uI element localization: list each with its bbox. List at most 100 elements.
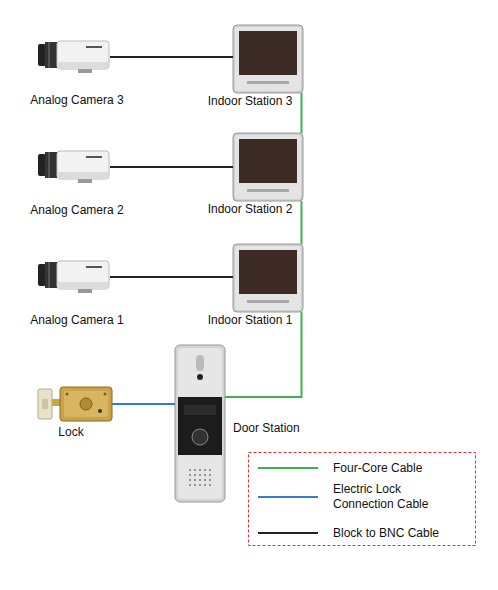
door-station-picture bbox=[175, 345, 225, 502]
node-label: Indoor Station 2 bbox=[208, 202, 293, 216]
node-label: Indoor Station 3 bbox=[208, 94, 293, 108]
illustration-part bbox=[199, 479, 201, 481]
illustration-part bbox=[78, 69, 92, 73]
illustration-part bbox=[178, 348, 222, 499]
cable-line bbox=[301, 201, 303, 244]
illustration-part bbox=[197, 374, 203, 380]
cable-line bbox=[110, 56, 233, 58]
illustration-part bbox=[204, 484, 206, 486]
illustration-part bbox=[233, 133, 303, 201]
illustration-part bbox=[178, 397, 222, 455]
illustration-part bbox=[38, 389, 52, 419]
illustration-part bbox=[199, 469, 201, 471]
illustration-part bbox=[45, 262, 57, 288]
legend-entry: Electric Lock Connection Cable bbox=[256, 482, 456, 512]
indoor-station-node: Indoor Station 2 bbox=[233, 133, 303, 201]
illustration-part bbox=[239, 250, 297, 294]
illustration-part bbox=[86, 46, 102, 48]
illustration-part bbox=[66, 393, 69, 396]
node-label: Door Station bbox=[233, 421, 300, 435]
illustration-part bbox=[175, 345, 225, 502]
illustration-part bbox=[247, 189, 289, 192]
legend-label: Electric Lock Connection Cable bbox=[333, 482, 451, 512]
illustration-part bbox=[239, 31, 297, 75]
illustration-part bbox=[64, 391, 108, 417]
camera-picture bbox=[38, 41, 109, 73]
camera-picture bbox=[38, 261, 109, 293]
legend-line bbox=[258, 496, 318, 498]
illustration-part bbox=[189, 484, 191, 486]
indoor-station-node: Indoor Station 3 bbox=[233, 25, 303, 93]
legend-line-sample bbox=[256, 528, 320, 538]
illustration-part bbox=[189, 474, 191, 476]
camera-node: Analog Camera 2 bbox=[38, 150, 110, 184]
illustration-part bbox=[209, 474, 211, 476]
monitor-picture bbox=[233, 133, 303, 201]
legend-line-sample bbox=[256, 463, 320, 473]
illustration-part bbox=[204, 479, 206, 481]
illustration-part bbox=[57, 261, 109, 289]
illustration-part bbox=[48, 42, 50, 68]
node-label: Analog Camera 2 bbox=[30, 203, 123, 217]
illustration-part bbox=[194, 479, 196, 481]
illustration-part bbox=[235, 27, 301, 91]
illustration-part bbox=[204, 474, 206, 476]
legend-label: Four-Core Cable bbox=[333, 461, 451, 476]
illustration-part bbox=[58, 172, 109, 179]
cable-line bbox=[110, 166, 233, 168]
lock-picture bbox=[38, 387, 112, 421]
illustration-part bbox=[189, 479, 191, 481]
illustration-part bbox=[184, 405, 216, 415]
illustration-part bbox=[52, 399, 60, 406]
illustration-part bbox=[192, 429, 208, 445]
illustration-part bbox=[247, 81, 289, 84]
cable-line bbox=[110, 276, 233, 278]
legend-line bbox=[258, 467, 318, 469]
illustration-part bbox=[38, 264, 46, 286]
node-label: Analog Camera 1 bbox=[30, 313, 123, 327]
illustration-part bbox=[239, 139, 297, 183]
illustration-part bbox=[80, 398, 92, 410]
indoor-station-node: Indoor Station 1 bbox=[233, 244, 303, 312]
illustration-part bbox=[78, 179, 92, 183]
monitor-picture bbox=[233, 25, 303, 93]
node-label: Indoor Station 1 bbox=[208, 313, 293, 327]
door-station-node: Door Station bbox=[175, 345, 225, 502]
cable-line bbox=[112, 403, 175, 405]
camera-node: Analog Camera 1 bbox=[38, 260, 110, 294]
illustration-part bbox=[58, 282, 109, 289]
illustration-part bbox=[194, 469, 196, 471]
illustration-part bbox=[48, 262, 50, 288]
illustration-part bbox=[57, 151, 109, 179]
cable-line bbox=[301, 93, 303, 133]
camera-node: Analog Camera 3 bbox=[38, 40, 110, 74]
legend-frame bbox=[249, 453, 476, 546]
illustration-part bbox=[199, 474, 201, 476]
illustration-part bbox=[189, 469, 191, 471]
illustration-part bbox=[42, 399, 48, 409]
illustration-part bbox=[204, 469, 206, 471]
illustration-part bbox=[233, 25, 303, 93]
illustration-part bbox=[196, 355, 204, 371]
node-label: Analog Camera 3 bbox=[30, 93, 123, 107]
illustration-part bbox=[235, 246, 301, 310]
illustration-part bbox=[86, 266, 102, 268]
node-label: Lock bbox=[58, 425, 83, 439]
illustration-part bbox=[38, 44, 46, 66]
illustration-part bbox=[194, 474, 196, 476]
illustration-part bbox=[58, 62, 109, 69]
legend-line bbox=[258, 532, 318, 534]
illustration-part bbox=[57, 41, 109, 69]
illustration-part bbox=[38, 154, 46, 176]
lock-node: Lock bbox=[38, 385, 112, 423]
illustration-part bbox=[233, 244, 303, 312]
illustration-part bbox=[60, 387, 112, 421]
illustration-part bbox=[86, 156, 102, 158]
illustration-part bbox=[209, 469, 211, 471]
illustration-part bbox=[104, 393, 107, 396]
illustration-part bbox=[209, 479, 211, 481]
illustration-part bbox=[247, 300, 289, 303]
illustration-part bbox=[98, 409, 102, 413]
legend-label: Block to BNC Cable bbox=[333, 526, 451, 541]
